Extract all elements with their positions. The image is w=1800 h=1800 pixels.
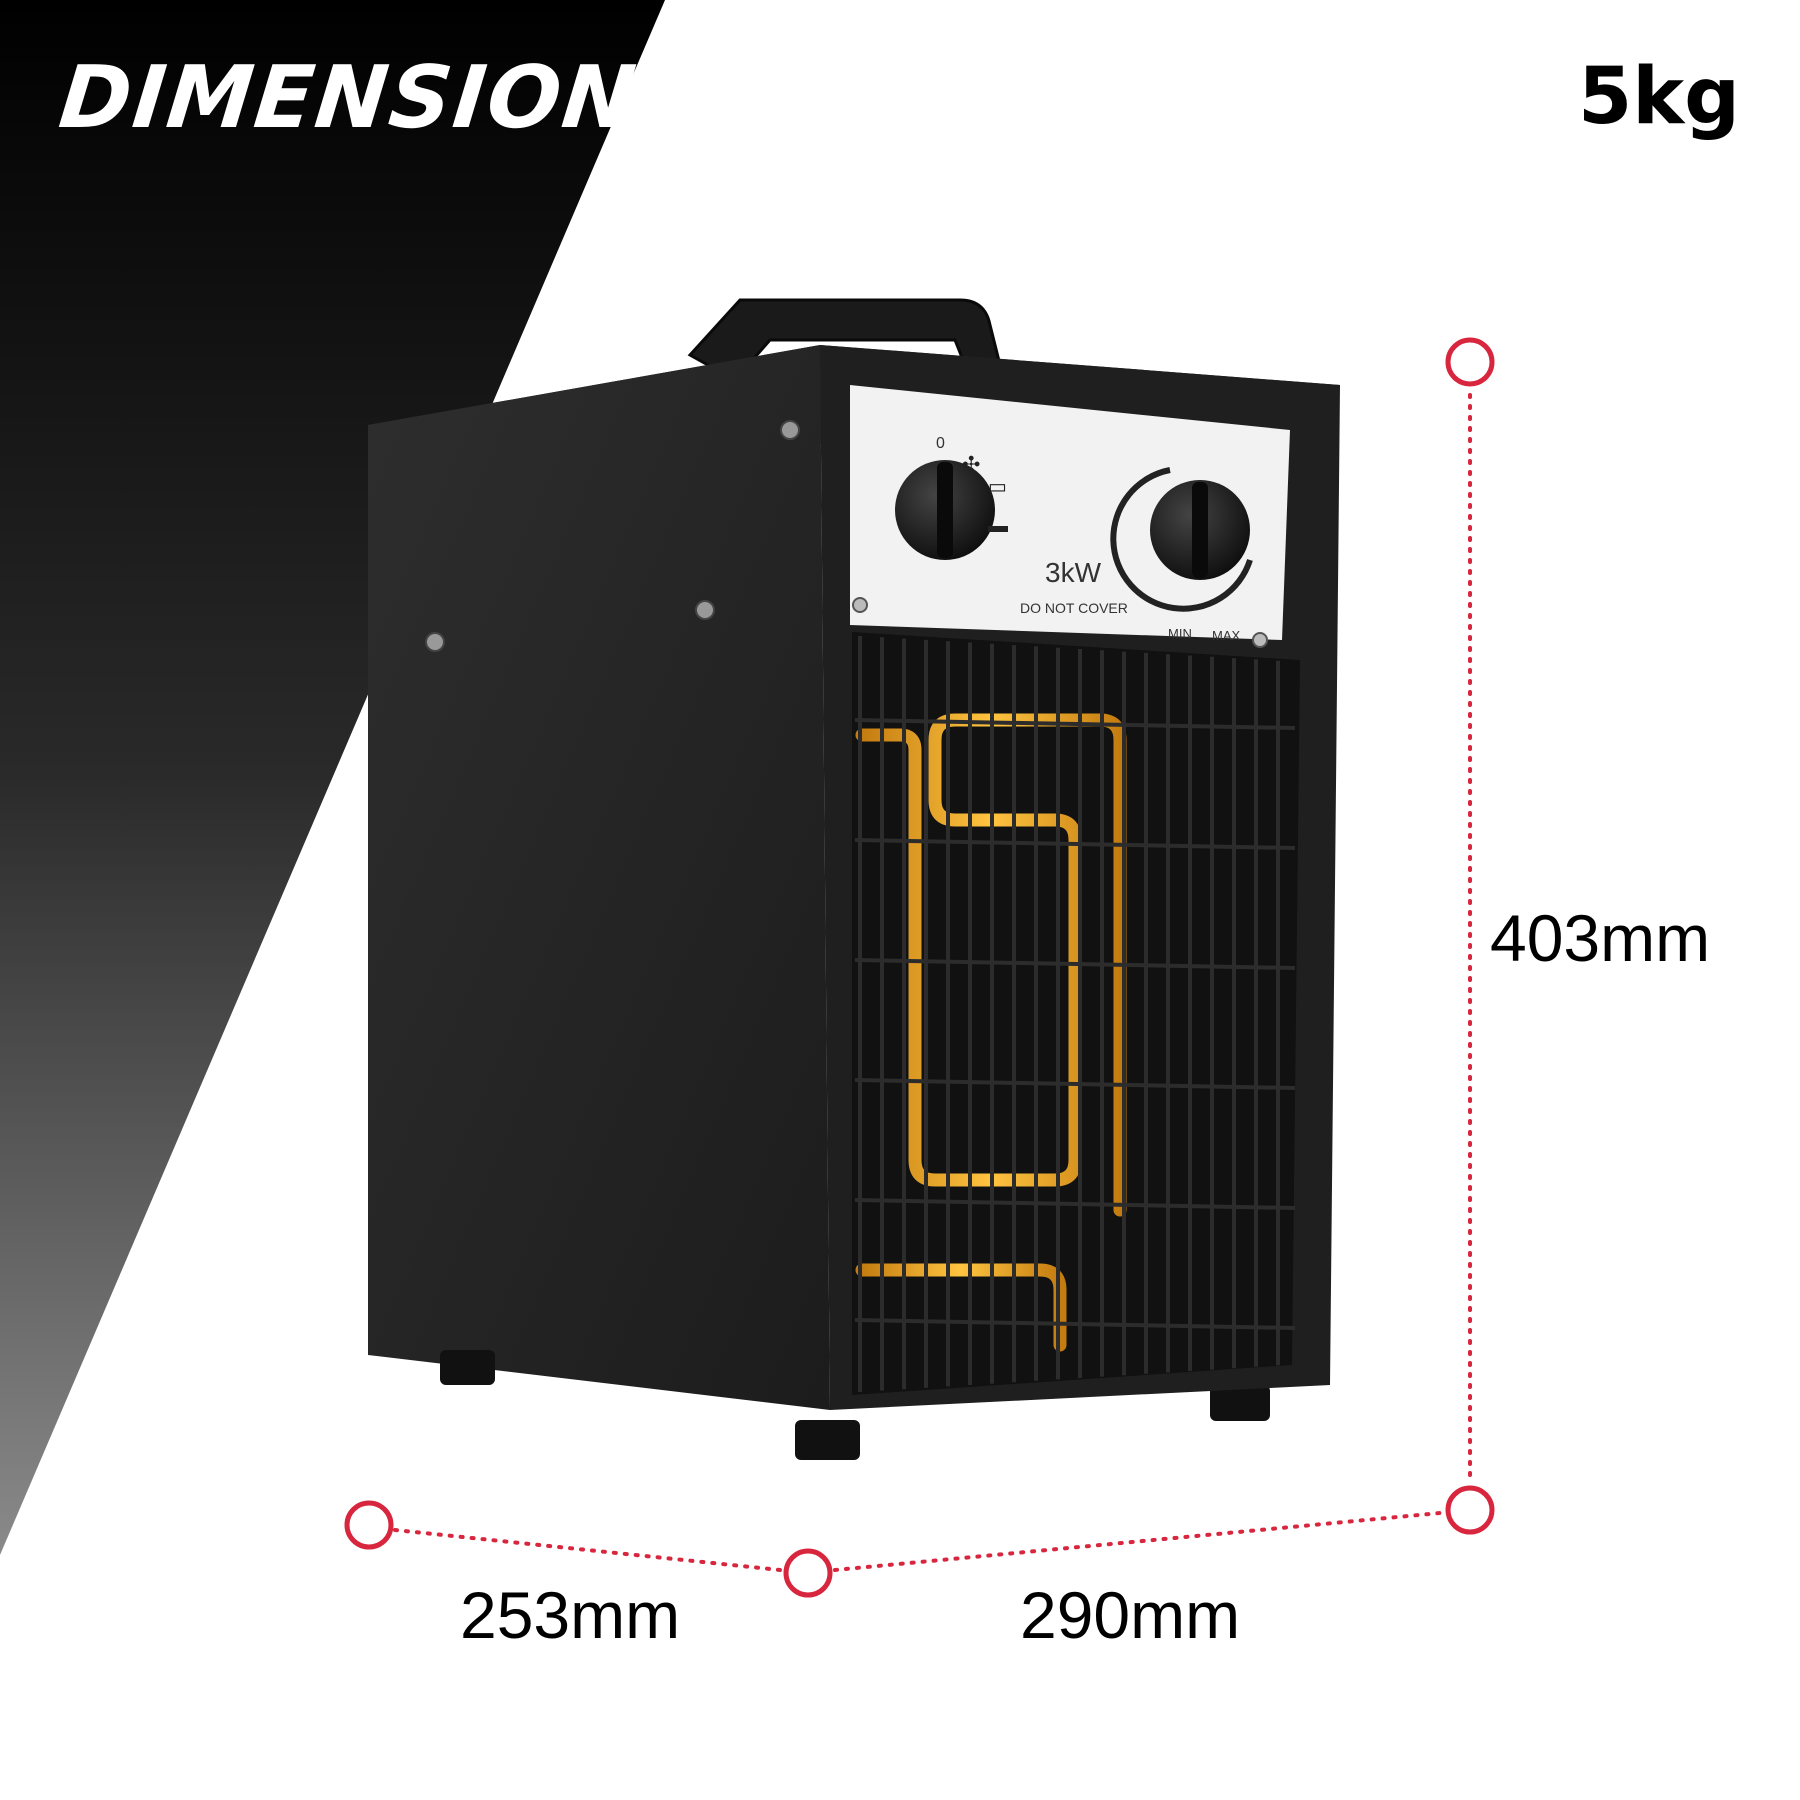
grille-bar xyxy=(854,718,1296,730)
safety-grille xyxy=(854,636,1296,1392)
corner-front-marker xyxy=(783,1548,833,1598)
grille-bar xyxy=(854,1318,1296,1330)
power-rating: 3kW xyxy=(1045,557,1102,588)
thermostat-min-label: MIN xyxy=(1168,626,1192,641)
grille-bar xyxy=(854,1198,1296,1210)
grille-bar xyxy=(854,958,1296,970)
screw xyxy=(780,420,800,440)
carry-handle xyxy=(687,298,1002,382)
height-dimension-line xyxy=(1445,337,1495,1482)
half-heat-icon: ▭ xyxy=(988,476,1007,498)
mode-switch-knob[interactable] xyxy=(895,460,995,560)
heater: 0 ✣ ▭ ▬ MIN MAX 3kW DO NOT COVER xyxy=(368,298,1340,1460)
width-label: 290mm xyxy=(1020,1578,1241,1652)
thermostat-knob[interactable] xyxy=(1150,480,1250,580)
screw xyxy=(425,632,445,652)
foot xyxy=(440,1350,495,1385)
grille-bar xyxy=(854,838,1296,850)
thermostat-scale xyxy=(1110,467,1253,612)
full-heat-icon: ▬ xyxy=(988,515,1008,537)
thermostat-max-label: MAX xyxy=(1212,628,1241,643)
screw xyxy=(1252,632,1268,648)
warning-label: DO NOT COVER xyxy=(1020,600,1128,616)
page-title: DIMENSIONS xyxy=(54,48,706,148)
control-panel xyxy=(850,385,1290,640)
foot xyxy=(795,1420,860,1460)
corner-right-marker xyxy=(1445,1485,1495,1535)
screw xyxy=(695,600,715,620)
fan-icon: ✣ xyxy=(962,452,980,477)
width-dimension-line xyxy=(833,1485,1495,1572)
foot xyxy=(1210,1385,1270,1421)
depth-label: 253mm xyxy=(460,1578,681,1652)
corner-left-marker xyxy=(344,1500,394,1550)
heater-side-panel xyxy=(368,345,830,1410)
diagonal-background xyxy=(0,0,665,1555)
grille-bar xyxy=(854,1078,1296,1090)
screw xyxy=(852,597,868,613)
height-label: 403mm xyxy=(1490,901,1711,975)
depth-dimension-line xyxy=(344,1500,833,1598)
height-top-marker xyxy=(1445,337,1495,387)
switch-off-label: 0 xyxy=(936,435,945,452)
weight-value: 5kg xyxy=(1578,52,1740,142)
